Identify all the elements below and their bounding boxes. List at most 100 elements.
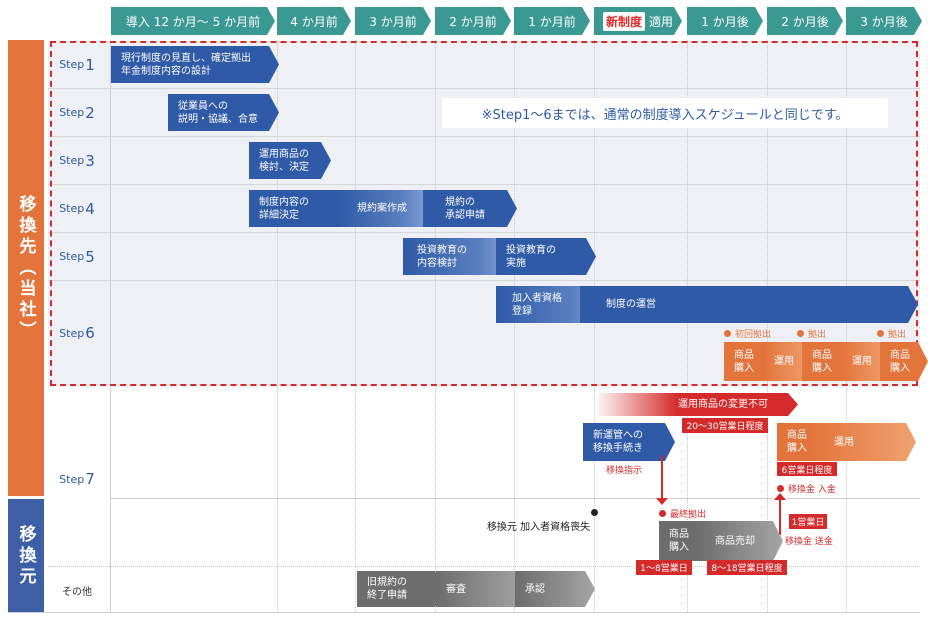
no-fund-change-bar: 運用商品の変更不可: [598, 393, 798, 416]
row-line: [48, 232, 920, 233]
days-20-30-text: 20〜30営業日程度: [686, 422, 764, 432]
step-prefix: Step: [59, 250, 85, 263]
step7-transfer-procedure-bar: 新運管への 移換手続き: [583, 423, 675, 461]
header-col-5: 1 か月前: [514, 7, 590, 35]
days-1-8-tag: 1〜8営業日: [636, 560, 692, 575]
header-col-9-label: 3 か月後: [860, 14, 908, 29]
header-col-4-label: 2 か月前: [449, 14, 497, 29]
old-rule-termination-bar: 旧規約の 終了申請: [357, 571, 445, 607]
step-number: 3: [85, 151, 95, 170]
transfer-instruction-text: 移換指示: [606, 466, 643, 476]
header-col-6-label: 適用: [649, 14, 674, 29]
days-8-18-text: 8〜18営業日程度: [711, 564, 783, 574]
contribution-text: 拠出: [808, 330, 827, 340]
header-col-1: 導入 12 か月〜 5 か月前: [111, 7, 275, 35]
header-col-4: 2 か月前: [435, 7, 511, 35]
down-arrow-head-icon: [656, 498, 668, 505]
contribution-text: 拠出: [888, 330, 907, 340]
col-line: [767, 40, 768, 612]
days-1-text: 1営業日: [791, 518, 825, 528]
transfer-in-text: 移換金 入金: [788, 485, 836, 495]
col-line: [594, 40, 595, 612]
source-loss-note: 移換元 加入者資格喪失: [487, 518, 590, 533]
days-6-text: 6営業日程度: [781, 465, 833, 476]
step1-design-bar: 現行制度の見直し、確定拠出 年金制度内容の設計: [111, 46, 279, 83]
dot-icon: [724, 330, 731, 337]
step-number: 5: [85, 247, 95, 266]
step-prefix: Step: [59, 202, 85, 215]
dot-icon: [877, 330, 884, 337]
source-band-label: 移換元: [15, 524, 36, 588]
header-col-3-label: 3 か月前: [369, 14, 417, 29]
transfer-out-note: 移換金 送金: [785, 534, 833, 547]
days-1-tag: 1営業日: [789, 514, 827, 529]
down-arrow-icon: [661, 455, 663, 501]
row-line: [111, 498, 920, 499]
up-arrow-head-icon: [774, 493, 786, 500]
first-contribution-text: 初回拠出: [735, 330, 772, 340]
source-band: 移換元: [8, 499, 44, 613]
col-line: [277, 40, 278, 612]
step-number: 2: [85, 103, 95, 122]
col-line: [435, 40, 436, 612]
days-1-8-text: 1〜8営業日: [640, 564, 688, 574]
transfer-instruction-note: 移換指示: [606, 463, 642, 476]
up-arrow-icon: [779, 499, 781, 535]
step3-product-bar: 運用商品の 検討、決定: [249, 142, 331, 179]
destination-band-label: 移換先（当社）: [15, 194, 36, 342]
days-6-tag: 6営業日程度: [777, 462, 837, 476]
col-line: [514, 40, 515, 612]
other-label-text: その他: [62, 586, 92, 598]
last-contribution-note: 最終拠出: [659, 507, 706, 520]
row-line: [48, 280, 920, 281]
row-line: [48, 184, 920, 185]
header-col-7: 1 か月後: [687, 7, 763, 35]
col-line: [355, 40, 356, 612]
transfer-in-note: 移換金 入金: [777, 482, 836, 495]
row-line: [48, 88, 920, 89]
approval-bar: 承認: [515, 571, 595, 607]
row-line: [48, 136, 920, 137]
review-bar: 審査: [436, 571, 526, 607]
loss-dot-icon: [591, 509, 598, 516]
other-label: その他: [48, 568, 106, 612]
new-system-tag: 新制度: [603, 12, 645, 31]
header-col-6: 新制度適用: [594, 7, 682, 35]
header-col-2-label: 4 か月前: [290, 14, 338, 29]
step-prefix: Step: [59, 472, 85, 486]
step5-plan-bar: 投資教育の 内容検討: [403, 238, 513, 275]
days-8-18-tag: 8〜18営業日程度: [707, 560, 787, 575]
step-number: 1: [85, 55, 95, 74]
step-prefix: Step: [59, 58, 85, 71]
contribution-note-1: 拠出: [797, 327, 826, 340]
header-col-5-label: 1 か月前: [528, 14, 576, 29]
transfer-out-text: 移換金 送金: [785, 537, 833, 547]
last-contribution-text: 最終拠出: [670, 510, 707, 520]
step2-explain-bar: 従業員への 説明・協議、合意: [168, 94, 279, 131]
row-line: [8, 612, 920, 613]
source-loss-text: 移換元 加入者資格喪失: [487, 522, 591, 533]
header-col-7-label: 1 か月後: [701, 14, 749, 29]
header-col-1-label: 導入 12 か月〜 5 か月前: [125, 14, 261, 29]
step4-detail-bar: 制度内容の 詳細決定: [249, 190, 349, 227]
step6-purchase-bar-3: 商品 購入: [880, 342, 928, 381]
step-prefix: Step: [59, 326, 85, 340]
dot-icon: [777, 485, 784, 492]
header-col-2: 4 か月前: [277, 7, 351, 35]
header-col-9: 3 か月後: [846, 7, 922, 35]
step6-operation-bar: 制度の運営: [580, 286, 918, 323]
first-contribution-note: 初回拠出: [724, 327, 771, 340]
dot-icon: [797, 330, 804, 337]
source-sell-bar: 商品売却: [697, 521, 783, 561]
schedule-note-text: ※Step1〜6までは、通常の制度導入スケジュールと同じです。: [481, 107, 849, 123]
dot-icon: [659, 510, 666, 517]
header-col-3: 3 か月前: [355, 7, 431, 35]
col-line: [687, 40, 688, 612]
destination-band: 移換先（当社）: [8, 40, 44, 496]
